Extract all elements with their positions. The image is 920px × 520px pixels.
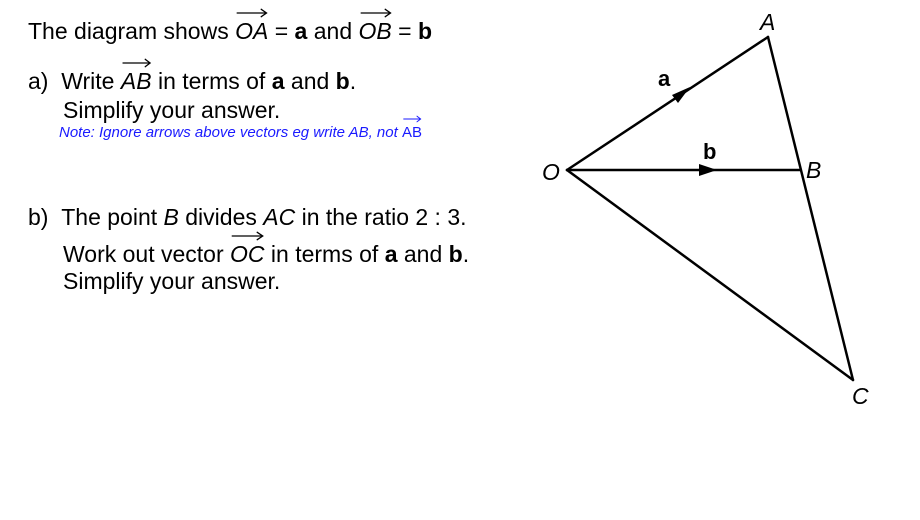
arrowhead-a-icon	[672, 87, 690, 103]
point-label-c: C	[852, 383, 869, 409]
period: .	[349, 68, 357, 94]
vector-arrow-icon	[236, 8, 268, 18]
work-out-text: Work out vector	[63, 241, 231, 267]
vector-arrow-icon	[403, 115, 422, 123]
vector-arrow-icon	[122, 58, 152, 68]
vector-ab-label: AB	[120, 68, 152, 94]
divides-text: divides	[178, 204, 264, 230]
vector-arrow-icon	[360, 8, 392, 18]
line-oa	[565, 35, 770, 172]
part-b-line2: Work out vector OC in terms of a and b.	[63, 231, 470, 267]
period: .	[462, 241, 470, 267]
vector-b-bold: b	[335, 68, 350, 94]
equals-sign: =	[268, 18, 295, 44]
vector-arrow-icon	[231, 231, 264, 241]
ratio-text: in the ratio 2 : 3.	[295, 204, 467, 230]
in-terms-text: in terms of	[264, 241, 385, 267]
note-text: Note: Ignore arrows above vectors eg wri…	[59, 124, 402, 141]
point-text: The point	[61, 204, 164, 230]
vector-label-a: a	[658, 66, 671, 91]
part-b-simplify: Simplify your answer.	[63, 268, 281, 294]
point-label-b: B	[806, 157, 821, 183]
part-a-simplify: Simplify your answer.	[63, 97, 281, 123]
vector-oa: OA	[235, 8, 269, 44]
vector-label-b: b	[703, 139, 716, 164]
part-b-line1: b) The point B divides AC in the ratio 2…	[28, 206, 467, 229]
vector-oc: OC	[230, 231, 265, 267]
vector-oc-label: OC	[230, 241, 265, 267]
line-oc	[565, 168, 855, 382]
and-word: and	[397, 241, 449, 267]
triangle-diagram: A O B C a b	[542, 9, 869, 409]
intro-prefix: The diagram shows	[28, 18, 236, 44]
point-b-ref: B	[163, 204, 179, 230]
vector-oa-label: OA	[235, 18, 269, 44]
vector-ab: AB	[120, 58, 152, 94]
vector-b-bold: b	[448, 241, 463, 267]
note-vector-ab: AB	[401, 115, 422, 141]
intro-line: The diagram shows OA = a and OB = b	[28, 8, 433, 44]
in-terms-text: in terms of	[151, 68, 272, 94]
segment-ac-ref: AC	[263, 204, 296, 230]
part-a-note: Note: Ignore arrows above vectors eg wri…	[59, 115, 422, 141]
equals-sign: =	[391, 18, 418, 44]
part-a-line1: a) Write AB in terms of a and b.	[28, 58, 357, 94]
vector-b-bold: b	[417, 18, 433, 44]
part-a-label: a)	[28, 68, 49, 94]
vector-a-bold: a	[294, 18, 308, 44]
arrowhead-b-icon	[699, 164, 717, 176]
vector-a-bold: a	[271, 68, 285, 94]
and-word: and	[284, 68, 336, 94]
point-label-o: O	[542, 159, 560, 185]
vector-ob: OB	[358, 8, 392, 44]
diagram-lines	[565, 35, 855, 382]
note-vector-label: AB	[401, 124, 422, 141]
vector-a-bold: a	[384, 241, 398, 267]
write-word: Write	[61, 68, 121, 94]
part-b-label: b)	[28, 204, 49, 230]
and-word: and	[307, 18, 359, 44]
line-ac	[766, 35, 855, 382]
vector-ob-label: OB	[358, 18, 392, 44]
point-label-a: A	[758, 9, 775, 35]
